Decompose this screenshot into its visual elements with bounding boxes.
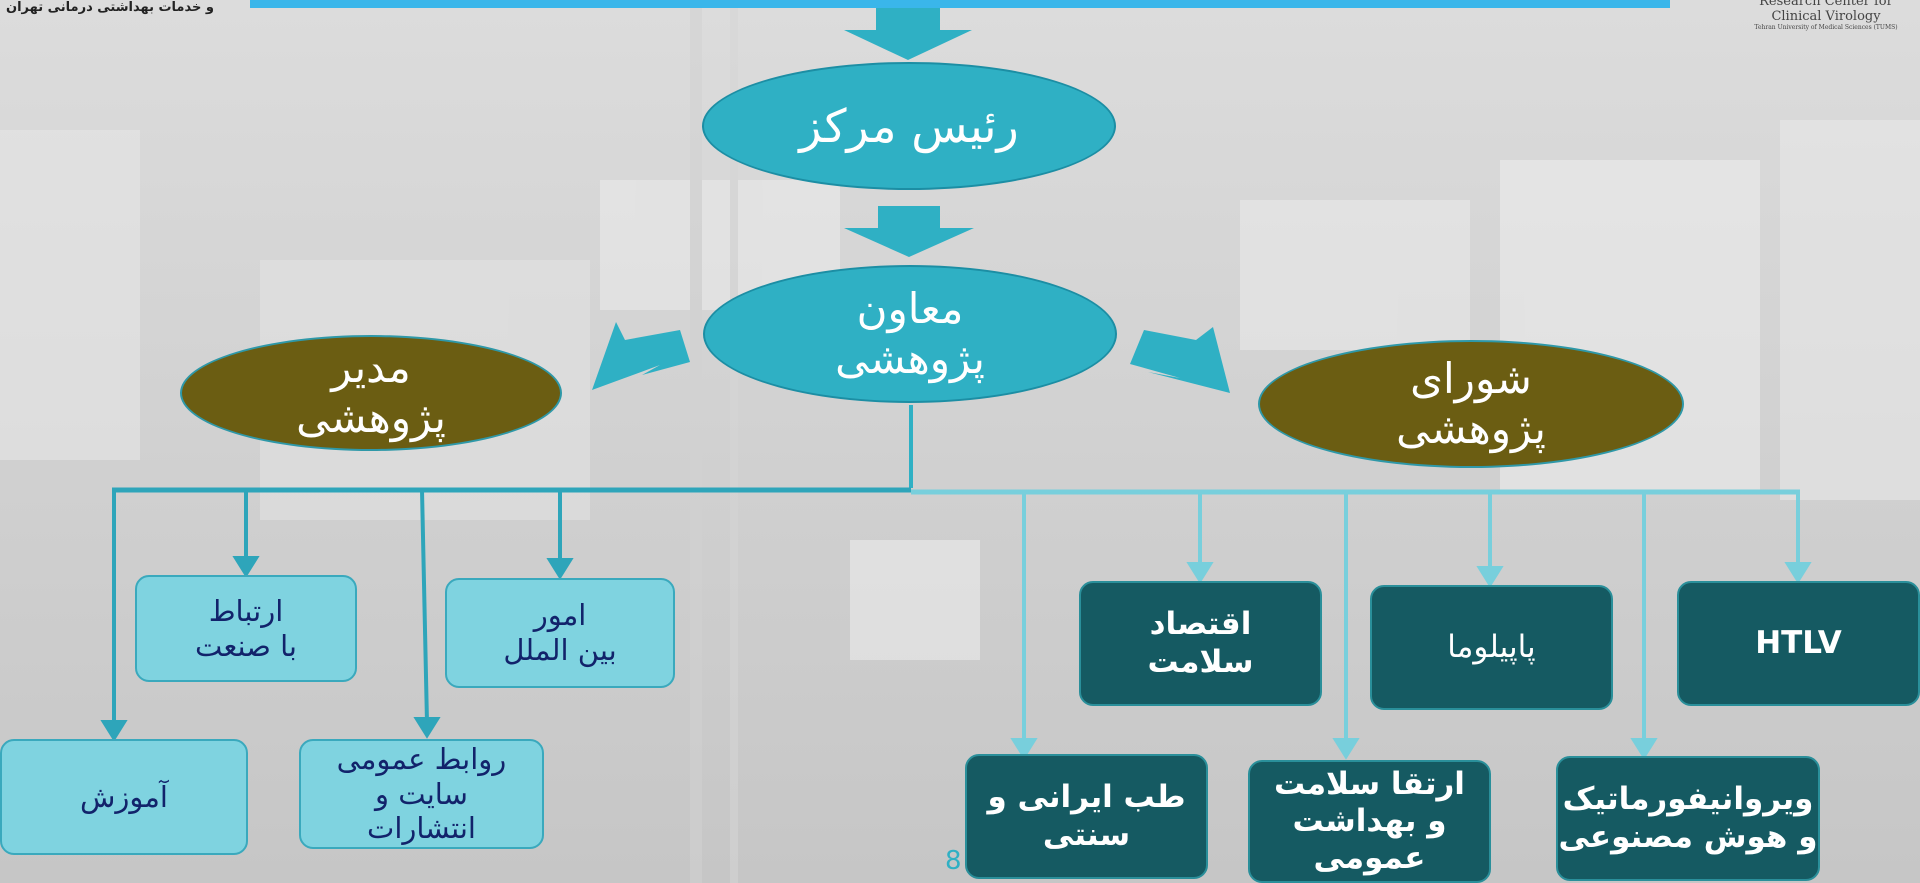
- box-education: آموزش: [0, 739, 248, 855]
- node-deputy: معاون پژوهشی: [703, 265, 1117, 403]
- box-health-economics: اقتصاد سلامت: [1079, 581, 1322, 706]
- box-industry: ارتباط با صنعت: [135, 575, 357, 682]
- arrow-to-manager: [592, 322, 690, 390]
- logo-line-1: Research Center for: [1759, 0, 1893, 9]
- box-papilloma: پاپیلوما: [1370, 585, 1613, 710]
- top-bar: [250, 0, 1670, 8]
- box-public-relations: روابط عمومی سایت و انتشارات: [299, 739, 544, 849]
- node-council: شورای پژوهشی: [1258, 340, 1684, 468]
- research-center-logo: Research Center for Clinical Virology Te…: [1736, 0, 1916, 31]
- box-health-promotion: ارتقا سلامت و بهداشت عمومی: [1248, 760, 1491, 883]
- node-manager: مدیر پژوهشی: [180, 335, 562, 451]
- box-htlv: HTLV: [1677, 581, 1920, 706]
- university-logo-text: و خدمات بهداشتی درمانی تهران: [6, 0, 214, 15]
- logo-line-3: Tehran University of Medical Sciences (T…: [1754, 24, 1898, 31]
- arrow-to-council: [1130, 327, 1230, 393]
- page-number: 8: [945, 846, 962, 876]
- node-head: رئیس مرکز: [702, 62, 1116, 190]
- box-virology-informatics: ویروانیفورماتیک و هوش مصنوعی: [1556, 756, 1820, 881]
- arrow-to-head: [844, 8, 972, 60]
- box-traditional-medicine: طب ایرانی و سنتی: [965, 754, 1208, 879]
- logo-line-2: Clinical Virology: [1771, 9, 1881, 24]
- box-international: امور بین الملل: [445, 578, 675, 688]
- arrow-to-deputy: [844, 206, 974, 257]
